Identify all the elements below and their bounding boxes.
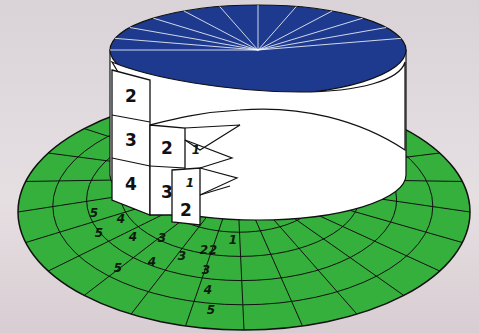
grid-index: 4 [204,284,212,296]
cell-lines [112,115,240,195]
top-grid-lines [110,5,401,50]
grid-index: 2 [200,244,208,256]
grid-index: 4 [148,256,156,268]
top-spoke [258,38,401,50]
face-column [112,70,150,215]
top-spoke [258,5,259,50]
cell-number: 2 [161,140,173,157]
top-spoke [258,7,296,50]
grid-index: 3 [178,250,186,262]
grid-index: 1 [229,234,237,246]
grid-index: 3 [158,232,166,244]
cell-number: 4 [125,176,137,193]
grid-index: 5 [207,304,215,316]
cell-number: 3 [161,184,173,201]
grid-index: 5 [95,227,103,239]
grid-index: 3 [202,264,210,276]
top-spoke [115,38,258,50]
grid-index: 1 [192,144,200,156]
grid-index: 4 [129,231,137,243]
top-spoke [220,7,258,50]
top-spoke [153,18,258,50]
cell-number: 2 [180,202,192,219]
top-spoke [258,28,386,51]
top-spoke [184,11,258,50]
grid-index: 5 [114,262,122,274]
face-column [172,168,200,225]
cell-number: 2 [125,88,137,105]
grid-index: 5 [90,207,98,219]
grid-index: 1 [186,177,194,189]
top-spoke [110,50,258,51]
grid-index: 4 [117,213,125,225]
grid-index: 2 [209,244,217,256]
cell-number: 3 [125,132,137,149]
